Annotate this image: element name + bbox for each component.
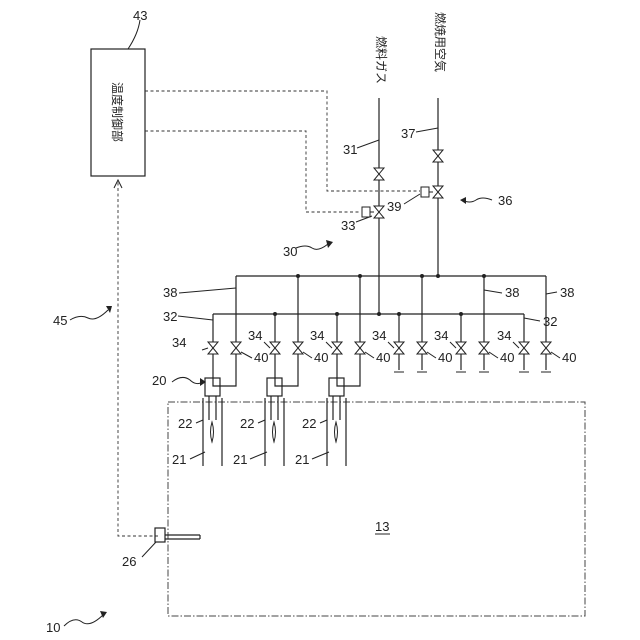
label-22-b: 22: [240, 416, 254, 431]
label-30: 30: [283, 244, 297, 259]
air-branch: [284, 276, 298, 386]
signal-line-sensor: [118, 182, 158, 536]
label-40-b: 40: [314, 350, 328, 365]
label-40-d: 40: [438, 350, 452, 365]
label-38-c: 38: [560, 285, 574, 300]
furnace-outline: [168, 402, 585, 616]
label-36: 36: [498, 193, 512, 208]
label-38-b: 38: [505, 285, 519, 300]
label-10: 10: [46, 620, 60, 635]
label-40-c: 40: [376, 350, 390, 365]
label-20: 20: [152, 373, 166, 388]
label-45: 45: [53, 313, 67, 328]
label-38-a: 38: [163, 285, 177, 300]
controller-label: 温度制御部: [110, 82, 125, 142]
label-33: 33: [341, 218, 355, 233]
label-40-f: 40: [562, 350, 576, 365]
burner-3: [327, 378, 346, 466]
label-39: 39: [387, 199, 401, 214]
label-22-a: 22: [178, 416, 192, 431]
burner-2: [265, 378, 284, 466]
label-32-b: 32: [543, 314, 557, 329]
signal-line-33: [145, 131, 360, 212]
label-32-a: 32: [163, 309, 177, 324]
label-34-d: 34: [372, 328, 386, 343]
burner-1: [203, 378, 222, 466]
valve-31: [374, 168, 384, 180]
valve-37: [433, 150, 443, 162]
air-branch: [222, 276, 236, 386]
junction-dot: [436, 274, 440, 278]
junction-dot: [377, 312, 381, 316]
label-31: 31: [343, 142, 357, 157]
temperature-sensor: [155, 528, 165, 542]
label-34-f: 34: [497, 328, 511, 343]
label-40-a: 40: [254, 350, 268, 365]
air-branch: [346, 276, 360, 386]
label-37: 37: [401, 126, 415, 141]
label-34-a: 34: [172, 335, 186, 350]
label-34-c: 34: [310, 328, 324, 343]
label-34-b: 34: [248, 328, 262, 343]
valve-39: [421, 186, 443, 198]
label-26: 26: [122, 554, 136, 569]
label-13: 13: [375, 519, 389, 534]
leader-lines: [128, 20, 560, 557]
label-21-c: 21: [295, 452, 309, 467]
label-combustion-air: 燃焼用空気: [433, 12, 448, 72]
label-fuel-gas: 燃料ガス: [374, 36, 389, 84]
label-21-a: 21: [172, 452, 186, 467]
label-43: 43: [133, 8, 147, 23]
label-34-e: 34: [434, 328, 448, 343]
label-21-b: 21: [233, 452, 247, 467]
valve-33: [362, 206, 384, 218]
label-22-c: 22: [302, 416, 316, 431]
label-40-e: 40: [500, 350, 514, 365]
